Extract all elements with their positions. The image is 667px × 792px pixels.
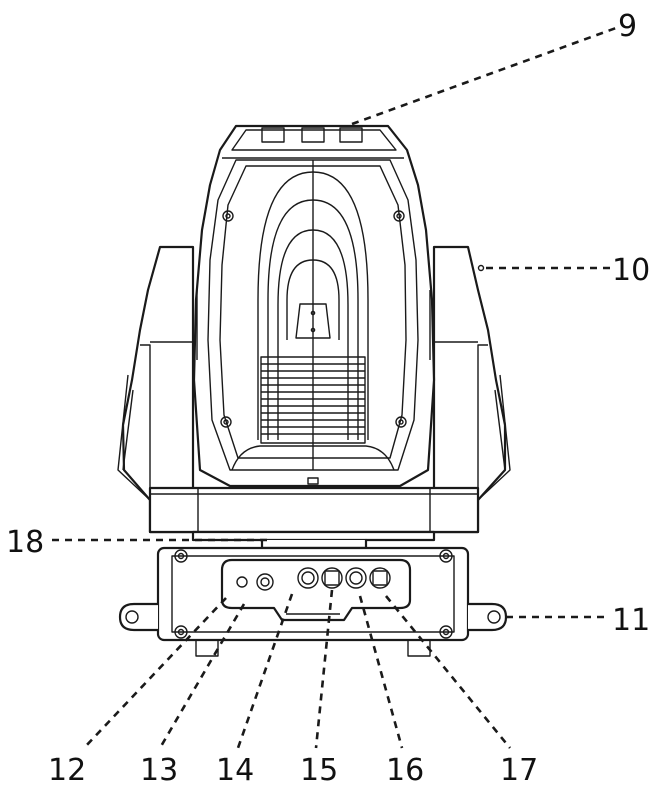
fuse-holder-icon <box>236 576 248 588</box>
power-switch-icon <box>256 573 274 591</box>
callout-10: 10 <box>612 253 650 288</box>
callout-18: 18 <box>6 525 44 560</box>
leader-13 <box>158 603 246 749</box>
leader-12 <box>83 597 227 749</box>
leader-9 <box>351 26 617 126</box>
leader-16 <box>358 595 404 749</box>
base-side-handles <box>118 602 508 632</box>
callout-leaders <box>52 26 617 749</box>
moving-head-body <box>192 124 436 488</box>
callout-15: 15 <box>300 753 338 787</box>
xlr-connector-icons <box>297 567 391 589</box>
callout-16: 16 <box>386 753 424 787</box>
callout-14: 14 <box>216 753 254 787</box>
leader-17 <box>384 595 512 749</box>
leader-15 <box>314 589 334 749</box>
vent-grille-slats <box>261 363 365 435</box>
leader-14 <box>236 593 294 749</box>
callout-labels: 9 10 11 12 13 14 15 16 17 18 <box>6 9 650 788</box>
yoke-left-arm <box>117 245 195 534</box>
callout-17: 17 <box>500 753 538 787</box>
callout-9: 9 <box>618 9 637 44</box>
callout-13: 13 <box>140 753 178 787</box>
callout-12: 12 <box>48 753 86 787</box>
callout-11: 11 <box>612 603 650 638</box>
yoke-bottom-bar <box>148 486 480 542</box>
